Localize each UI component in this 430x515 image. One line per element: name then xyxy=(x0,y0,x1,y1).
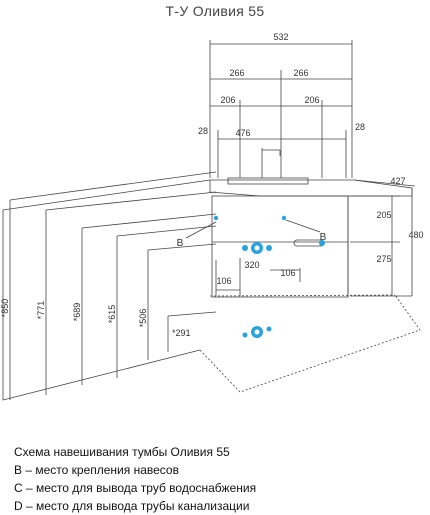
dim-bottom-left: 106 xyxy=(216,276,231,286)
dim-291: *291 xyxy=(172,328,191,338)
dim-top-half-left: 266 xyxy=(229,68,244,78)
water-c-floor-left xyxy=(242,332,248,338)
dim-615: *615 xyxy=(107,305,117,324)
dim-bottom-right: 106 xyxy=(280,268,295,278)
dim-771: *771 xyxy=(36,301,46,320)
water-c-right-marker xyxy=(266,245,272,251)
dim-506: *506 xyxy=(138,309,148,328)
water-c-floor-right xyxy=(266,326,272,332)
floor-outline xyxy=(199,294,421,393)
dim-upper-part: 205 xyxy=(376,210,391,220)
dim-lower-part: 275 xyxy=(376,254,391,264)
floor-back-line xyxy=(209,294,396,297)
dim-side-right: 28 xyxy=(355,122,365,132)
sink-basin xyxy=(227,177,309,185)
label-b-left: B xyxy=(177,238,184,249)
mount-b-right-marker xyxy=(281,215,287,221)
dim-top-inner-right: 206 xyxy=(304,95,319,105)
dim-top-width: 532 xyxy=(273,32,288,42)
dim-top-half-right: 266 xyxy=(293,68,308,78)
mount-b-left-marker xyxy=(213,215,219,221)
label-b-right: B xyxy=(320,232,327,243)
legend-heading: Схема навешивания тумбы Оливия 55 xyxy=(14,445,230,459)
legend-item-c: С – место для вывода труб водоснабжения xyxy=(14,481,257,495)
diagram-title: Т-У Оливия 55 xyxy=(165,3,265,19)
dim-top-inner-left: 206 xyxy=(220,95,235,105)
dim-side-left: 28 xyxy=(198,126,208,136)
water-c-left-marker xyxy=(242,245,248,251)
legend: Схема навешивания тумбы Оливия 55 В – ме… xyxy=(14,443,424,515)
cabinet-front xyxy=(211,195,349,298)
dim-689: *689 xyxy=(72,303,82,322)
dim-pipe-offset: 320 xyxy=(244,260,259,270)
dim-depth: 427 xyxy=(390,176,405,186)
dim-850: *850 xyxy=(0,299,10,318)
dim-total-height: 480 xyxy=(408,230,423,240)
dim-inner-width: 476 xyxy=(235,128,250,138)
legend-item-d: D – место для вывода трубы канализации xyxy=(14,499,250,513)
faucet xyxy=(261,148,281,178)
legend-item-b: В – место крепления навесов xyxy=(14,463,179,477)
handle-knob xyxy=(319,240,325,246)
wall-outline xyxy=(2,179,211,211)
leader-b-right xyxy=(285,219,321,233)
floor-line-left xyxy=(2,210,201,401)
leader-b-left xyxy=(185,221,217,239)
